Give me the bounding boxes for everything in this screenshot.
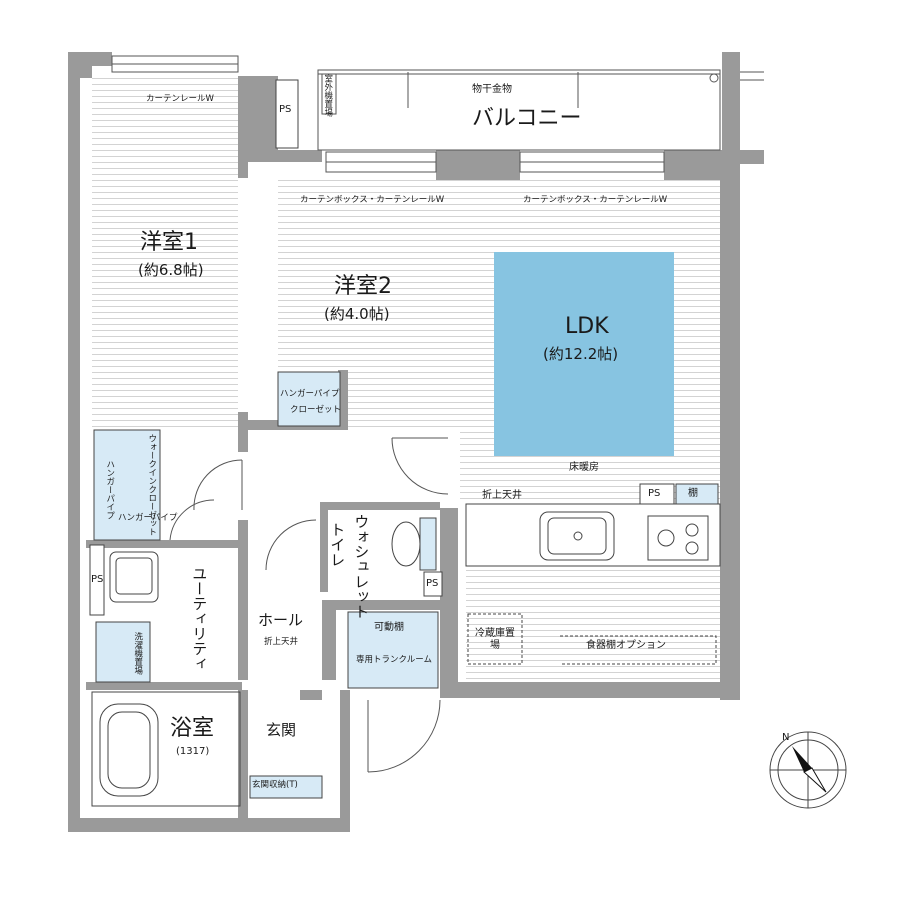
floor-heating-label: 床暖房: [569, 462, 599, 473]
closet-label: クローゼット: [290, 405, 342, 415]
ldk-floor-heating: [494, 252, 674, 456]
western-room-1-size: (約6.8帖): [138, 261, 204, 279]
walls: [68, 52, 764, 832]
bath-toilet: [91, 517, 437, 807]
ps-label-2: PS: [91, 574, 104, 585]
bathroom-name: 浴室: [170, 716, 215, 741]
washer-space-label: 洗濯機置場: [132, 631, 143, 675]
outdoor-unit-label: 室外機置場: [322, 74, 333, 117]
compass-north-label: N: [782, 732, 790, 743]
kitchen: [465, 503, 721, 665]
curtain-rail-label: カーテンレールW: [146, 94, 214, 104]
entrance-name: 玄関: [266, 721, 297, 739]
balcony-label: バルコニー: [472, 106, 582, 131]
doors: [169, 437, 449, 773]
utility-room-name: ユーティリティ: [190, 565, 209, 671]
folded-ceiling-hall-label: 折上天井: [264, 637, 299, 647]
hanger-pipe-label-2: ハンガーパイプ: [104, 460, 115, 520]
movable-shelf-label: 可動棚: [374, 622, 404, 633]
ps-shafts: [89, 79, 675, 616]
ldk-size: (約12.2帖): [543, 345, 619, 363]
curtain-box-rail-label-2: カーテンボックス・カーテンレールW: [300, 195, 445, 205]
hall-name: ホール: [258, 611, 304, 629]
windows: [111, 55, 764, 173]
ps-label-1: PS: [279, 104, 292, 115]
ps-label-4: PS: [648, 488, 661, 499]
trunk-room-label: 専用トランクルーム: [356, 655, 432, 665]
fridge-space-label: 冷蔵庫置場: [475, 628, 515, 651]
compass-rose: [769, 731, 847, 809]
curtain-box-rail-label-ldk: カーテンボックス・カーテンレールW: [523, 195, 668, 205]
western-room-1-name: 洋室1: [140, 230, 198, 255]
bathroom-size: (1317): [176, 746, 210, 757]
shelf-label: 棚: [688, 488, 698, 499]
hanger-pipe-label-3: ハンガーパイプ: [118, 513, 178, 523]
western-room-2-size: (約4.0帖): [324, 305, 390, 323]
ps-label-3: PS: [426, 578, 439, 589]
folded-ceiling-label: 折上天井: [482, 490, 522, 501]
toilet-name: トイレ: [328, 521, 347, 567]
western-room-2-name: 洋室2: [334, 274, 392, 299]
closets: [93, 371, 719, 799]
balcony-rail: [317, 69, 721, 151]
entrance-storage-label: 玄関収納(T): [252, 780, 298, 790]
hanger-pipe-label: ハンガーパイプ: [280, 389, 340, 399]
ldk-name: LDK: [565, 314, 609, 339]
washlet-label: ウォシュレット: [352, 514, 371, 619]
walk-in-closet-label: ウォークインクローゼット: [146, 434, 157, 536]
drying-rack-label: 物干金物: [472, 84, 512, 95]
cupboard-option-label: 食器棚オプション: [586, 640, 666, 651]
